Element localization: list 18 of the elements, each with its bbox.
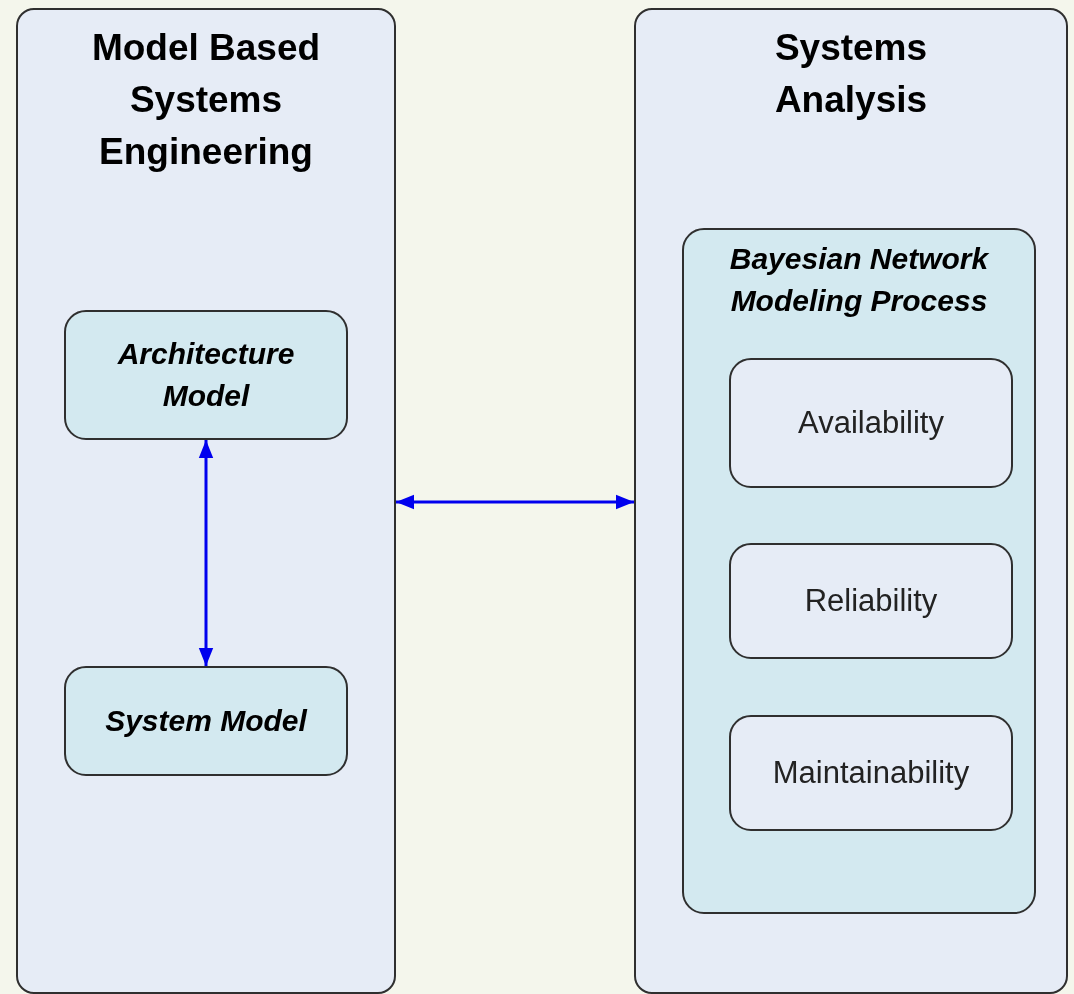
heading: Systems Analysis	[773, 26, 929, 122]
panel	[16, 8, 396, 994]
process-box	[729, 358, 1013, 488]
heading: Bayesian Network Modeling Process	[728, 241, 990, 319]
panel	[634, 8, 1068, 994]
process-label: Reliability	[804, 582, 938, 620]
heading: Model Based Systems Engineering	[90, 26, 322, 174]
model-box	[64, 310, 348, 440]
process-label: Availability	[798, 404, 944, 442]
heading: System Model	[104, 703, 309, 739]
process-box	[729, 543, 1013, 659]
heading: Architecture Model	[116, 336, 296, 414]
process-box	[729, 715, 1013, 831]
model-box	[64, 666, 348, 776]
process-label: Maintainability	[772, 754, 970, 792]
double-arrow	[396, 494, 634, 510]
process-group	[682, 228, 1036, 914]
double-arrow	[198, 440, 214, 666]
